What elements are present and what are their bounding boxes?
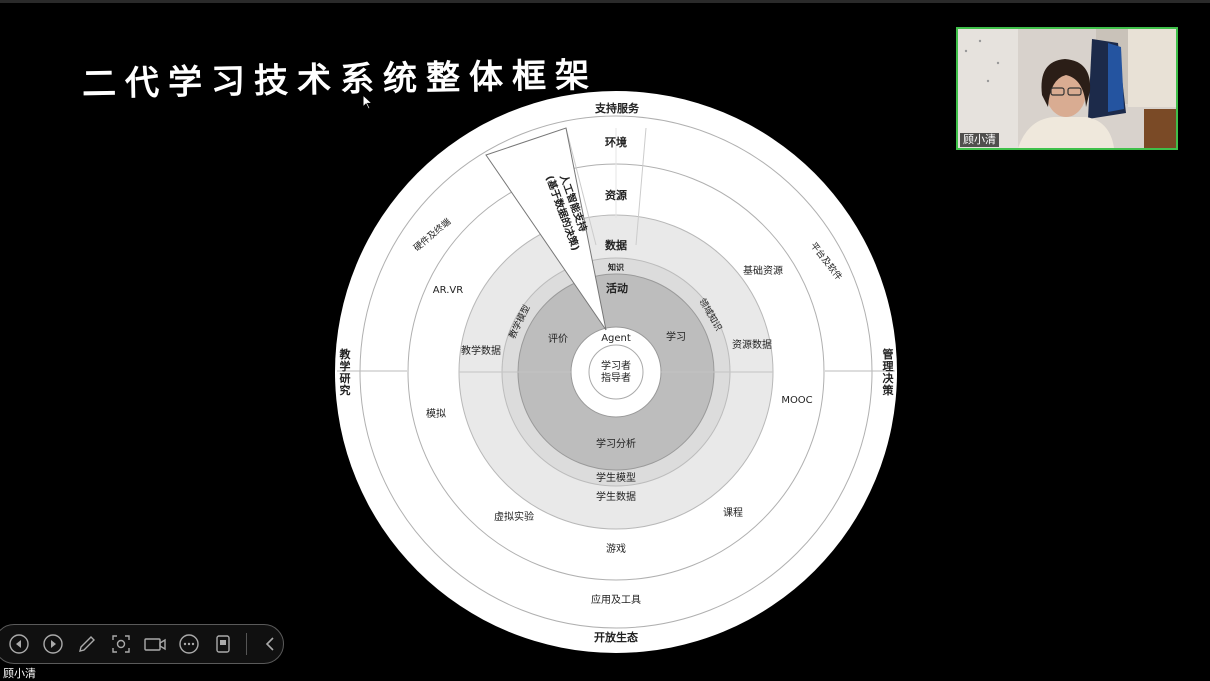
- label-open-ecosystem: 开放生态: [594, 630, 638, 644]
- label-learning-analysis: 学习分析: [596, 437, 636, 450]
- label-apps-tools: 应用及工具: [591, 593, 641, 606]
- chevron-left-icon: [265, 637, 274, 651]
- label-simulation: 模拟: [426, 407, 446, 420]
- label-teaching-research: 教学研究: [339, 347, 352, 397]
- presenter-name: 顾小清: [3, 667, 36, 680]
- mouse-cursor-icon: [362, 94, 374, 110]
- ring-boundary-outer: [359, 115, 873, 629]
- previous-slide-button[interactable]: [7, 632, 32, 657]
- label-resource-data: 资源数据: [732, 338, 772, 351]
- label-mooc: MOOC: [781, 395, 812, 406]
- toolbar-separator: [246, 633, 248, 655]
- pen-button[interactable]: [75, 632, 100, 657]
- label-learning: 学习: [666, 330, 686, 343]
- label-knowledge: 知识: [608, 262, 624, 272]
- label-environment: 环境: [605, 135, 627, 149]
- participant-video-feed: [958, 29, 1176, 148]
- more-icon: [179, 634, 199, 654]
- ai-wedge: [485, 127, 607, 331]
- participant-name: 顾小清: [960, 133, 999, 147]
- label-activity: 活动: [606, 281, 628, 295]
- label-data: 数据: [605, 238, 627, 252]
- label-learner: 学习者: [601, 359, 631, 372]
- label-student-data: 学生数据: [596, 490, 636, 503]
- presentation-toolbar: [0, 624, 284, 664]
- label-game: 游戏: [606, 542, 626, 555]
- more-button[interactable]: [176, 632, 201, 657]
- label-resources: 资源: [605, 188, 627, 202]
- sector-line-1: [565, 127, 597, 246]
- label-teaching-data: 教学数据: [461, 344, 501, 357]
- label-ar-vr: AR.VR: [433, 285, 463, 296]
- camera-button[interactable]: [143, 632, 168, 657]
- label-student-model: 学生模型: [596, 471, 636, 484]
- label-support-service: 支持服务: [594, 101, 640, 115]
- camera-icon: [144, 638, 166, 651]
- label-basic-resources: 基础资源: [743, 264, 783, 277]
- label-evaluation: 评价: [548, 333, 568, 345]
- next-slide-button[interactable]: [41, 632, 66, 657]
- center-inner-circle: [588, 344, 644, 400]
- previous-icon: [9, 634, 30, 654]
- pen-icon: [79, 636, 96, 652]
- top-edge: [0, 0, 1210, 3]
- label-course: 课程: [723, 507, 743, 519]
- sector-line-2: [635, 127, 647, 246]
- page-icon: [215, 635, 230, 653]
- collapse-toolbar-button[interactable]: [258, 632, 283, 657]
- label-management-decision: 管理决策: [882, 347, 895, 397]
- page-button[interactable]: [210, 632, 235, 657]
- label-virtual-experiment: 虚拟实验: [494, 510, 534, 523]
- next-icon: [43, 634, 64, 654]
- participant-video-tile[interactable]: 顾小清: [956, 27, 1178, 150]
- label-instructor: 指导者: [601, 371, 631, 384]
- screenshot-icon: [112, 635, 130, 653]
- screenshot-button[interactable]: [109, 632, 134, 657]
- label-agent: Agent: [601, 333, 631, 344]
